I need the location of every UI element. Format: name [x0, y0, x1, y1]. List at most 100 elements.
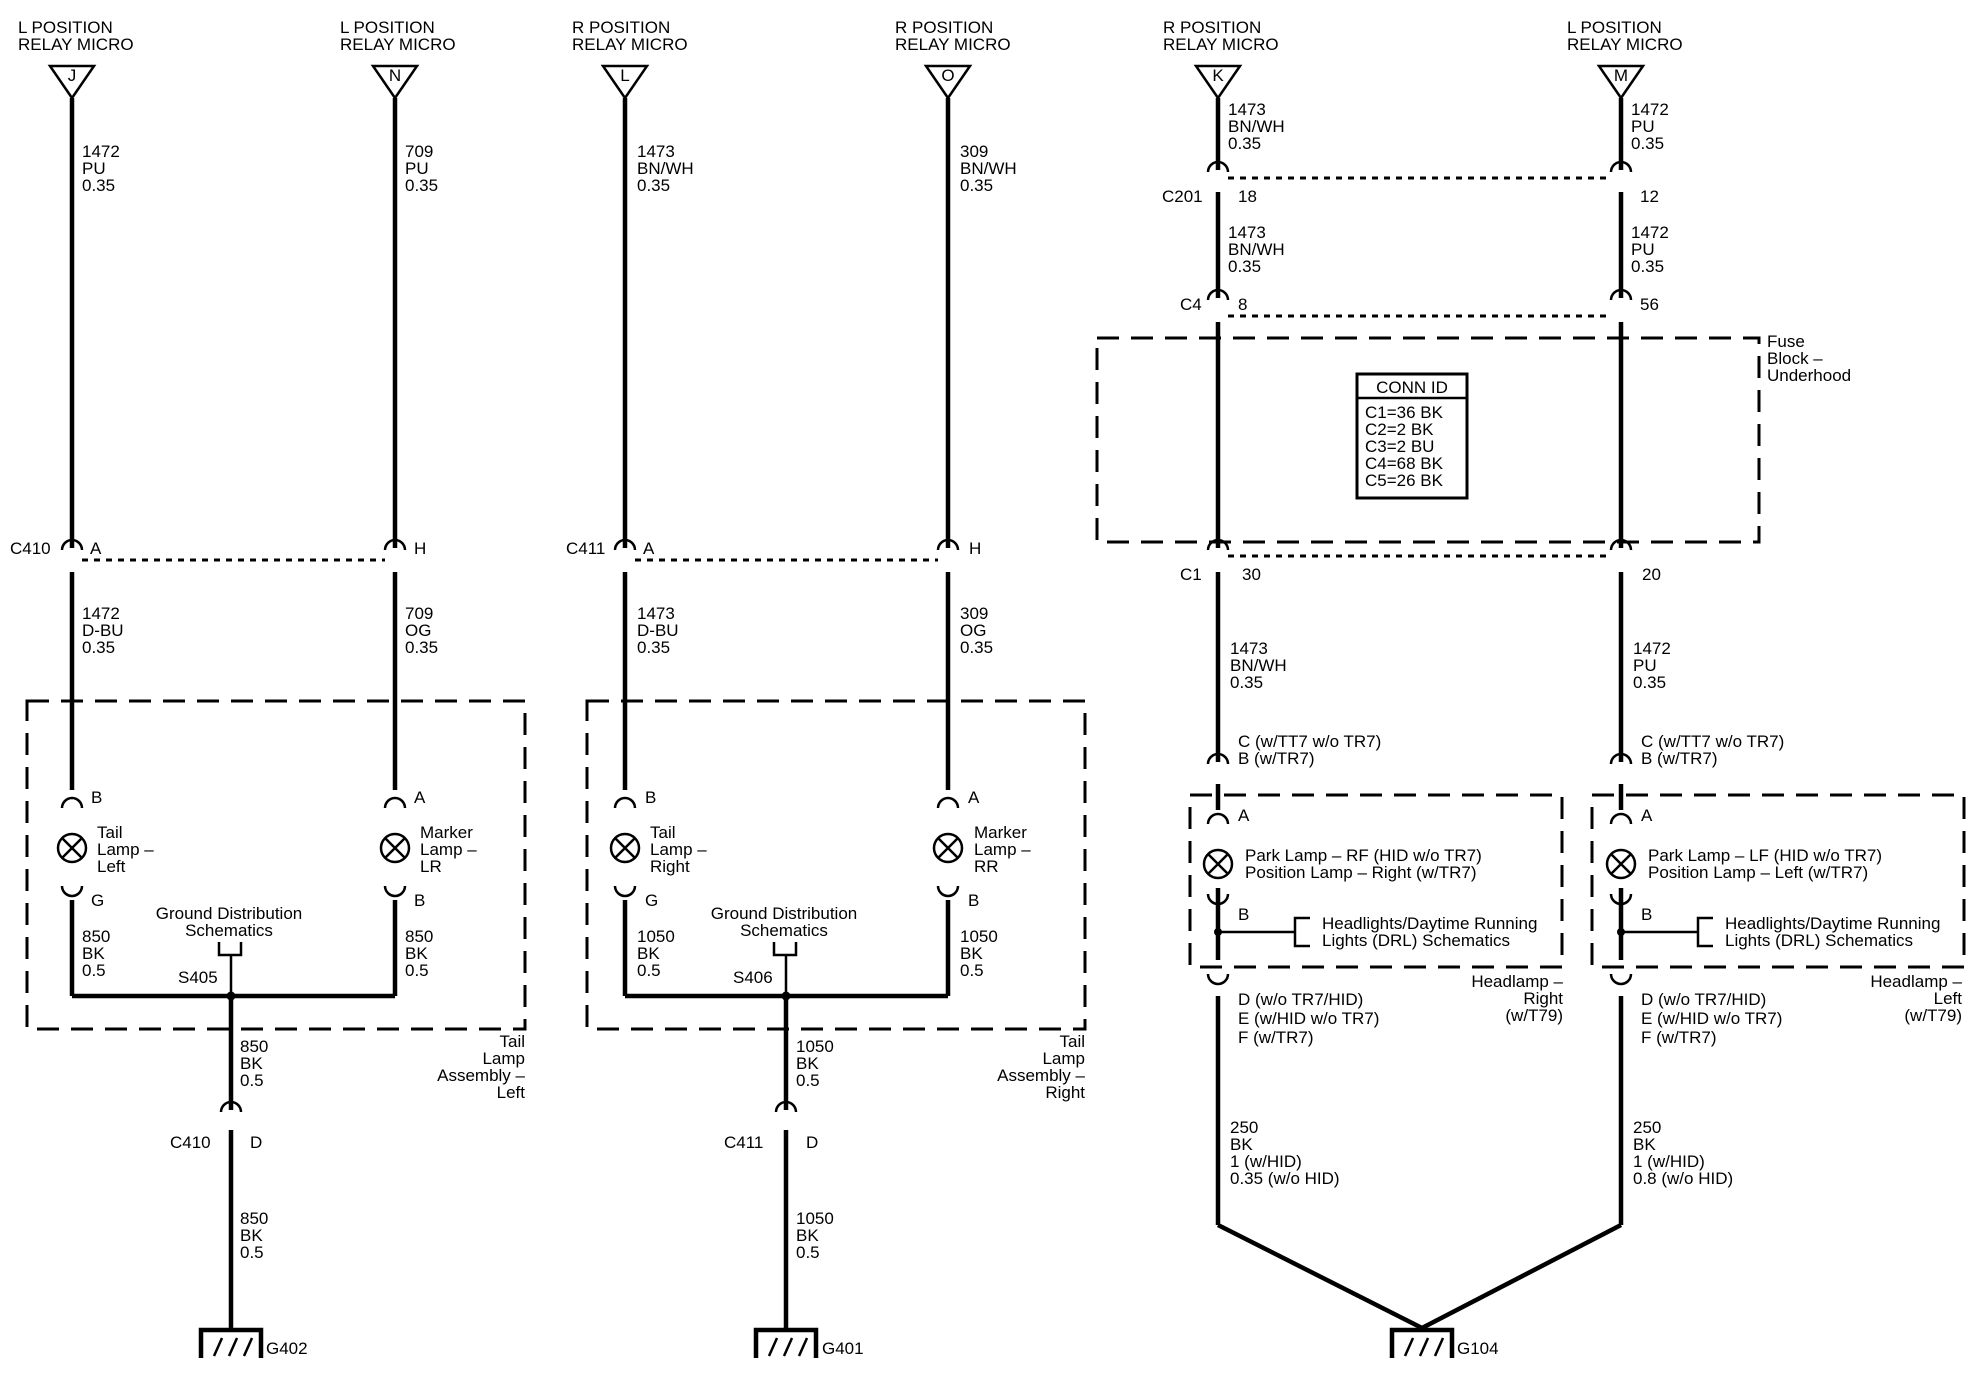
- wire-gauge: 0.35: [1230, 673, 1263, 692]
- connector-arc-icon: [1206, 893, 1230, 906]
- wire-label: 1472 PU 0.35: [1631, 223, 1669, 276]
- conn-id-row: C4=68 BK: [1365, 454, 1444, 473]
- wire-circuit: 1472: [82, 604, 120, 623]
- wire-circuit: 1473: [637, 142, 675, 161]
- connector-arc-icon: [936, 796, 960, 809]
- pin-note: F (w/TR7): [1238, 1028, 1314, 1047]
- connector-arc-icon: [774, 1100, 798, 1113]
- ground-ref-label: Schematics: [740, 921, 828, 940]
- terminal-pin: K: [1212, 66, 1224, 85]
- wire-color: PU: [1631, 117, 1655, 136]
- relay-label-line2: RELAY MICRO: [1567, 35, 1683, 54]
- ground-label: G402: [266, 1339, 308, 1358]
- lamp-label: Position Lamp – Right (w/TR7): [1245, 863, 1476, 882]
- wire-circuit: 1473: [1228, 100, 1266, 119]
- lamp-pin: B: [645, 788, 656, 807]
- terminal-triangle-icon: [370, 64, 420, 101]
- ground-ref-label: Ground Distribution: [156, 904, 302, 923]
- ref-bracket-icon: [1293, 916, 1310, 948]
- connector-arc-icon: [383, 796, 407, 809]
- assembly-label: Headlamp –: [1471, 972, 1563, 991]
- relay-terminal-n: L POSITION RELAY MICRO N: [340, 18, 456, 101]
- wire-gauge: 0.5: [240, 1243, 264, 1262]
- wire-gauge: 1 (w/HID): [1633, 1152, 1705, 1171]
- connector-arc-icon: [383, 885, 407, 898]
- connector-arc-icon: [1609, 812, 1633, 825]
- pin-note: C (w/TT7 w/o TR7): [1238, 732, 1381, 751]
- lamp-label: Right: [650, 857, 690, 876]
- wire-circuit: 1473: [637, 604, 675, 623]
- wire-label: 1473 BN/WH 0.35: [1230, 639, 1287, 692]
- wire-label: 850 BK 0.5: [82, 927, 110, 980]
- ground-ref-rf: Headlights/Daytime Running Lights (DRL) …: [1293, 914, 1537, 950]
- wire-label: 250 BK 1 (w/HID) 0.35 (w/o HID): [1230, 1118, 1340, 1188]
- conn-id-row: C2=2 BK: [1365, 420, 1434, 439]
- assembly-headlamp-left-label: Headlamp – Left (w/T79): [1870, 972, 1962, 1025]
- lamp-label: Lamp –: [420, 840, 477, 859]
- connector-pin: H: [969, 539, 981, 558]
- assembly-label: Block –: [1767, 349, 1823, 368]
- wire-gauge: 0.5: [240, 1071, 264, 1090]
- connector-arc-icon: [1609, 752, 1633, 765]
- assembly-tail-left-label: Tail Lamp Assembly – Left: [437, 1032, 525, 1102]
- relay-label-line2: RELAY MICRO: [1163, 35, 1279, 54]
- connector-arc-icon: [613, 796, 637, 809]
- connector-pin: A: [90, 539, 102, 558]
- connector-arc-icon: [1206, 538, 1230, 551]
- wire-color: OG: [405, 621, 431, 640]
- fuse-block-box: [1095, 336, 1761, 544]
- relay-terminal-j: L POSITION RELAY MICRO J: [18, 18, 134, 101]
- connector-c1: C1: [1180, 565, 1202, 584]
- conn-id-table: CONN ID C1=36 BK C2=2 BK C3=2 BU C4=68 B…: [1355, 372, 1469, 500]
- wire-color: BK: [796, 1054, 819, 1073]
- connector-arc-icon: [1206, 288, 1230, 301]
- assembly-label: Underhood: [1767, 366, 1851, 385]
- wire-circuit: 709: [405, 142, 433, 161]
- wire-color: BK: [240, 1226, 263, 1245]
- lamp-cross-icon: [1610, 853, 1632, 875]
- connector-arc-icon: [1609, 288, 1633, 301]
- tail-lamp-left-box: [25, 699, 527, 1031]
- ground-ref-label: Schematics: [185, 921, 273, 940]
- wire-label: 1472 PU 0.35: [1631, 100, 1669, 153]
- ground-ref-label: Lights (DRL) Schematics: [1725, 931, 1913, 950]
- splice-label: S406: [733, 968, 773, 987]
- lamp-marker-rr: A B Marker Lamp – RR: [932, 788, 1031, 910]
- wire-gauge: 0.35: [82, 176, 115, 195]
- wire-label: 850 BK 0.5: [240, 1209, 268, 1262]
- ground-ref-mid: Ground Distribution Schematics S406: [711, 904, 857, 996]
- wire-label: 1473 BN/WH 0.35: [637, 142, 694, 195]
- wire-circuit: 309: [960, 142, 988, 161]
- wire-labels: 1472 PU 0.35 709 PU 0.35 1473 BN/WH 0.35…: [82, 100, 1733, 1262]
- lamp-label: Marker: [974, 823, 1027, 842]
- wire-circuit: 1472: [82, 142, 120, 161]
- connector-pin: D: [250, 1133, 262, 1152]
- wire-gauge: 0.35: [637, 176, 670, 195]
- ground-label: G401: [822, 1339, 864, 1358]
- connector-arc-icon: [219, 1100, 243, 1113]
- terminal-triangle-icon: [1596, 64, 1646, 101]
- conn-id-frame: [1355, 372, 1469, 500]
- wire-gauge: 0.35: [960, 638, 993, 657]
- relay-label-line2: RELAY MICRO: [895, 35, 1011, 54]
- pin-note: B (w/TR7): [1238, 749, 1315, 768]
- wire-circuit: 709: [405, 604, 433, 623]
- wire-circuit: 850: [240, 1209, 268, 1228]
- connector-arc-icon: [1206, 752, 1230, 765]
- lamp-pin: B: [91, 788, 102, 807]
- assembly-label: Assembly –: [437, 1066, 525, 1085]
- connector-links: [82, 176, 1611, 562]
- wire-color: BK: [82, 944, 105, 963]
- assembly-label: Assembly –: [997, 1066, 1085, 1085]
- wire-gauge: 0.35: [82, 638, 115, 657]
- wire-gauge: 0.35: [1228, 257, 1261, 276]
- wire-label: 1473 D-BU 0.35: [637, 604, 679, 657]
- relay-terminal-o: R POSITION RELAY MICRO O: [895, 18, 1011, 101]
- relay-label-line2: RELAY MICRO: [572, 35, 688, 54]
- wire-gauge: 0.35: [637, 638, 670, 657]
- lamp-park-rf: A B Park Lamp – RF (HID w/o TR7) Positio…: [1202, 806, 1482, 924]
- connector-arc-icon: [613, 885, 637, 898]
- lamp-cross-icon: [1207, 853, 1229, 875]
- terminal-pin: M: [1614, 66, 1628, 85]
- ground-ref-label: Headlights/Daytime Running: [1725, 914, 1940, 933]
